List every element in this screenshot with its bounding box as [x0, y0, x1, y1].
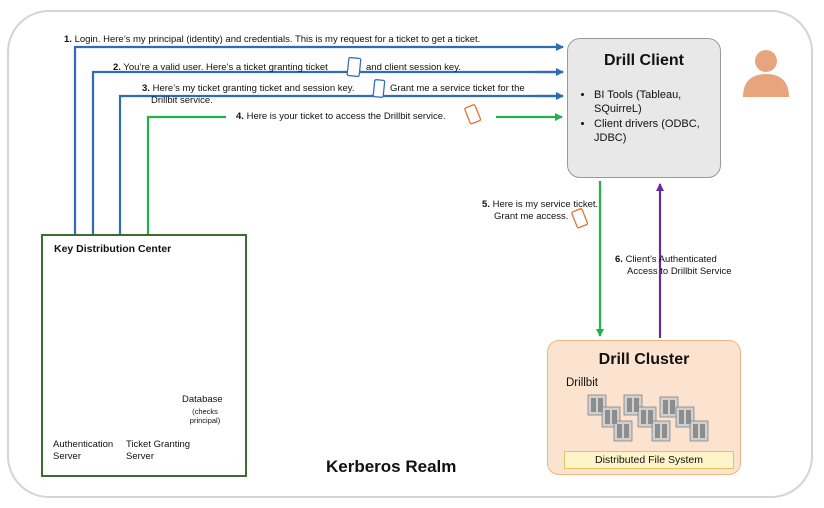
step6-label-1: Client’s Authenticated	[625, 254, 717, 265]
client-item-drivers: Client drivers (ODBC, JDBC)	[594, 118, 724, 145]
step1-label: Login. Here’s my principal (identity) an…	[74, 34, 481, 45]
auth-server-label-2: Server	[53, 450, 81, 462]
step4-text: 4. Here is your ticket to access the Dri…	[236, 111, 446, 123]
database-note: (checks principal)	[180, 407, 230, 425]
client-item-bi-tools: BI Tools (Tableau, SQuirreL)	[594, 89, 724, 116]
ticket-granting-server-label: Ticket Granting Server	[126, 439, 190, 462]
drill-cluster-title: Drill Cluster	[598, 351, 690, 368]
ticket-icon-blue-1	[346, 56, 362, 78]
drillbit-servers-icon	[587, 394, 709, 442]
step5-number: 5.	[482, 199, 490, 210]
user-icon	[743, 50, 789, 97]
step3-number: 3.	[142, 83, 150, 94]
step6-number: 6.	[615, 254, 623, 265]
step1-text: 1. Login. Here’s my principal (identity)…	[64, 34, 480, 46]
authentication-server-label: Authentication Server	[53, 439, 113, 462]
step1-number: 1.	[64, 34, 72, 45]
database-label: Database	[182, 394, 223, 405]
step4-arrow	[146, 115, 226, 236]
step2-text: 2. You’re a valid user. Here’s a ticket …	[113, 62, 328, 74]
step3-label-c: Drillbit service.	[151, 95, 213, 106]
ticket-icon-blue-2	[372, 79, 386, 98]
step1-arrow	[73, 43, 564, 236]
step3-text: 3. Here’s my ticket granting ticket and …	[142, 83, 354, 95]
step6-label-2: Access to Drillbit Service	[627, 266, 732, 277]
client-list: BI Tools (Tableau, SQuirreL) Client driv…	[582, 89, 724, 147]
step5-label-1: Here is my service ticket.	[492, 199, 599, 210]
tgs-label-2: Server	[126, 450, 154, 462]
ticket-icon-orange-2	[571, 208, 589, 229]
tgs-label-1: Ticket Granting	[126, 439, 191, 450]
db-note-2: principal)	[189, 416, 221, 425]
step2-arrow	[91, 70, 563, 236]
drill-client-box: Drill Client BI Tools (Tableau, SQuirreL…	[567, 38, 721, 178]
step4-label: Here is your ticket to access the Drillb…	[246, 111, 446, 122]
step3-text-c: Drillbit service.	[151, 95, 213, 107]
step3-arrow	[118, 94, 563, 236]
drill-cluster-box: Drill Cluster Drillbit Distributed File …	[547, 340, 741, 475]
kerberos-realm-border	[7, 10, 813, 498]
step2-label-a: You’re a valid user. Here’s a ticket gra…	[123, 62, 328, 73]
step6-text: 6. Client’s Authenticated Access to Dril…	[615, 254, 732, 278]
ticket-icon-orange-1	[464, 104, 482, 125]
step2-number: 2.	[113, 62, 121, 73]
step5-label-2: Grant me access.	[494, 211, 569, 222]
auth-server-label-1: Authentication	[53, 439, 114, 450]
step3-text-b: Grant me a service ticket for the	[390, 83, 525, 95]
step5-text: 5. Here is my service ticket. Grant me a…	[482, 199, 598, 223]
step3-label-b: Grant me a service ticket for the	[390, 83, 525, 94]
drillbit-label: Drillbit	[566, 377, 598, 389]
drill-client-title: Drill Client	[603, 52, 684, 69]
distributed-file-system: Distributed File System	[564, 451, 734, 469]
step4-number: 4.	[236, 111, 244, 122]
kdc-title: Key Distribution Center	[54, 243, 172, 255]
step2-text-b: and client session key.	[366, 62, 461, 74]
step2-label-b: and client session key.	[366, 62, 461, 73]
kerberos-realm-label: Kerberos Realm	[326, 457, 457, 476]
db-note-1: (checks	[192, 407, 218, 416]
key-distribution-center: Key Distribution Center	[41, 234, 247, 477]
step3-label-a: Here’s my ticket granting ticket and ses…	[152, 83, 355, 94]
